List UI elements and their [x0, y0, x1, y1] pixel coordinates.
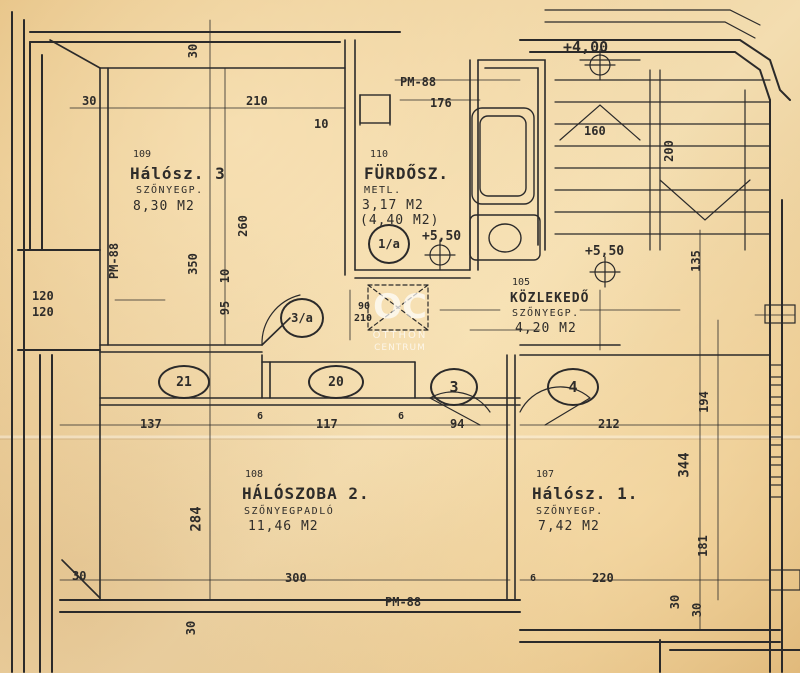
room-108-finish: SZŐNYEGPADLÓ [244, 506, 335, 517]
pm-label-bottom: PM-88 [385, 595, 422, 609]
tag-20: 20 [308, 365, 364, 399]
dim-6a: 6 [257, 411, 264, 422]
dim-194: 194 [696, 391, 711, 413]
dim-212: 212 [598, 417, 620, 431]
room-107-area: 7,42 M2 [538, 519, 600, 534]
room-105-number: 105 [512, 277, 531, 288]
watermark-logo: OC [373, 287, 427, 327]
watermark-line2: CENTRUM [374, 343, 426, 353]
dim-220: 220 [592, 571, 614, 585]
dim-260: 260 [235, 215, 250, 237]
room-110-number: 110 [370, 149, 389, 160]
dim-176: 176 [430, 96, 452, 110]
dim-30-right: 30 [668, 594, 683, 610]
pm-label-top: PM-88 [400, 75, 437, 89]
room-105-area: 4,20 M2 [515, 321, 577, 336]
room-110-area-alt: (4,40 M2) [360, 213, 440, 228]
room-105-name: KÖZLEKEDŐ [510, 291, 590, 306]
level-550-bath: +5,50 [422, 229, 462, 244]
dim-210: 210 [246, 94, 268, 108]
dim-30-top: 30 [186, 43, 201, 59]
dim-6b: 6 [398, 411, 405, 422]
bathroom-fixtures [359, 94, 541, 261]
room-109a-name: Hálósz. 3 [130, 164, 226, 183]
room-108-area: 11,46 M2 [248, 519, 319, 534]
dim-10b: 10 [218, 268, 233, 284]
room-109a-finish: SZŐNYEGP. [136, 185, 204, 196]
room-108-number: 108 [245, 469, 264, 480]
dim-160: 160 [584, 124, 606, 138]
dim-30-bottom: 30 [184, 620, 199, 636]
dim-344: 344 [676, 452, 693, 478]
dim-350: 350 [185, 253, 200, 275]
dim-6c: 6 [530, 573, 537, 584]
dim-200: 200 [661, 140, 676, 162]
dim-210b: 210 [354, 313, 373, 324]
dim-120a: 120 [32, 289, 54, 303]
outer-walls [11, 11, 800, 673]
dim-94: 94 [450, 417, 465, 431]
dim-95: 95 [218, 300, 233, 316]
dim-30-bottom-left: 30 [72, 569, 87, 583]
tag-4: 4 [547, 368, 599, 406]
room-107-name: Hálósz. 1. [532, 484, 639, 503]
dim-135: 135 [688, 250, 703, 272]
right-wall-details [764, 304, 800, 591]
level-400: +4,00 [563, 38, 609, 56]
room-110-name: FÜRDŐSZ. [364, 164, 450, 183]
room-110-finish: METL. [364, 185, 402, 196]
dim-120b: 120 [32, 305, 54, 319]
room-107-number: 107 [536, 469, 555, 480]
level-markers [424, 49, 621, 288]
dim-117: 117 [316, 417, 338, 431]
room-105-finish: SZŐNYEGP. [512, 308, 580, 319]
dim-30f: 30 [690, 602, 705, 618]
dim-90: 90 [358, 301, 371, 312]
tag-3: 3 [430, 368, 478, 406]
dim-10: 10 [314, 117, 329, 131]
room-107-finish: SZŐNYEGP. [536, 506, 604, 517]
dim-137: 137 [140, 417, 162, 431]
dim-284: 284 [188, 506, 205, 532]
tag-1a: 1/a [368, 224, 410, 264]
level-550-hall: +5,50 [585, 244, 625, 259]
interior-walls [49, 39, 771, 601]
room-109a-area: 8,30 M2 [133, 199, 195, 214]
pm-label-left: PM-88 [107, 242, 122, 280]
watermark-line1: OTTHON [372, 330, 428, 341]
tag-21: 21 [158, 365, 210, 399]
room-110-area: 3,17 M2 [362, 198, 424, 213]
tag-3a: 3/a [280, 298, 324, 338]
room-108-name: HÁLÓSZOBA 2. [242, 484, 370, 503]
dimension-lines [59, 19, 796, 631]
dim-30-top-left: 30 [82, 94, 97, 108]
dim-181: 181 [695, 535, 710, 557]
dim-300: 300 [285, 571, 307, 585]
room-109a-number: 109 [133, 149, 152, 160]
staircase [544, 9, 771, 251]
